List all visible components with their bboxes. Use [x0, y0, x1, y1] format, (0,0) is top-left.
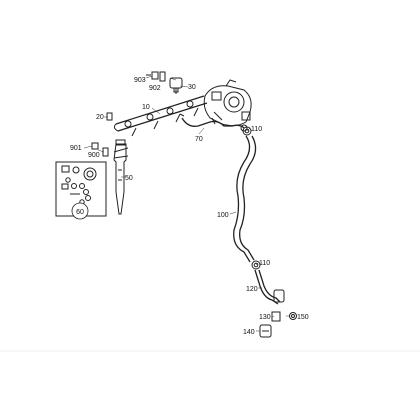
- label-903: 903: [134, 77, 146, 84]
- label-120: 120: [246, 286, 258, 293]
- label-110-lower: 110: [259, 260, 270, 267]
- label-70: 70: [195, 136, 203, 143]
- label-30: 30: [188, 84, 196, 91]
- label-10: 10: [142, 104, 150, 111]
- part-labels: 903 902 30 10 20 70 110 901 900 50 100 1…: [70, 77, 309, 336]
- rail-pressure-sensor: [169, 77, 183, 94]
- label-900: 900: [88, 152, 100, 159]
- label-140: 140: [243, 329, 255, 336]
- bolt-20: [106, 112, 113, 121]
- injector-50: [113, 139, 129, 215]
- clip-110-lower: [251, 260, 261, 270]
- label-110-upper: 110: [251, 126, 262, 133]
- pressure-line-70: [179, 113, 245, 129]
- label-902: 902: [149, 85, 161, 92]
- label-20: 20: [96, 114, 104, 121]
- fuel-line-100: [233, 135, 257, 263]
- label-901: 901: [70, 145, 82, 152]
- fuel-line-120: [254, 269, 285, 305]
- fitting-140: [259, 324, 272, 338]
- label-60: 60: [76, 209, 84, 216]
- fitting-130: [271, 311, 281, 322]
- label-60-circle: 60: [71, 202, 89, 220]
- connector-903: [146, 71, 159, 80]
- connector-901: [91, 142, 99, 150]
- high-pressure-pump: [203, 79, 252, 132]
- label-100: 100: [217, 212, 229, 219]
- leader-lines: [83, 75, 290, 332]
- connector-902: [159, 71, 166, 82]
- seal-kit-box: [55, 161, 107, 217]
- connector-900: [102, 147, 109, 157]
- label-150: 150: [297, 314, 309, 321]
- seal-150: [289, 312, 297, 320]
- label-50: 50: [125, 175, 133, 182]
- label-130: 130: [259, 314, 271, 321]
- clip-110-upper: [242, 126, 252, 136]
- fuel-rail: [113, 95, 208, 137]
